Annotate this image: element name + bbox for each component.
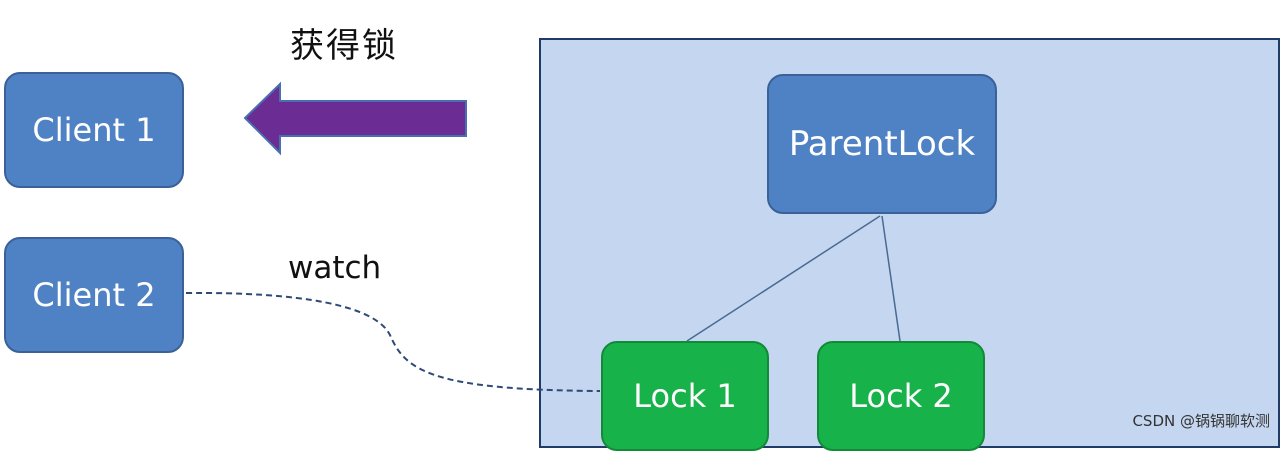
client-2-label: Client 2 — [32, 276, 156, 314]
lock-2-node: Lock 2 — [817, 341, 985, 451]
connector-layer — [185, 81, 901, 392]
watch-dashed-line — [185, 291, 601, 392]
lock-2-label: Lock 2 — [849, 377, 953, 415]
edge-parent-lock2 — [881, 215, 901, 342]
client-1-label: Client 1 — [32, 111, 156, 149]
edge-parent-lock1 — [686, 215, 881, 342]
watermark: CSDN @锅锅聊软测 — [1132, 412, 1270, 430]
lock-1-node: Lock 1 — [601, 341, 769, 451]
acquire-arrow-icon — [243, 81, 467, 156]
watch-label: watch — [288, 250, 382, 286]
parent-lock-node: ParentLock — [767, 74, 997, 214]
parent-lock-label: ParentLock — [788, 124, 976, 164]
client-2-node: Client 2 — [4, 237, 184, 353]
acquire-lock-label: 获得锁 — [290, 26, 398, 66]
lock-1-label: Lock 1 — [633, 377, 737, 415]
client-1-node: Client 1 — [4, 72, 184, 188]
